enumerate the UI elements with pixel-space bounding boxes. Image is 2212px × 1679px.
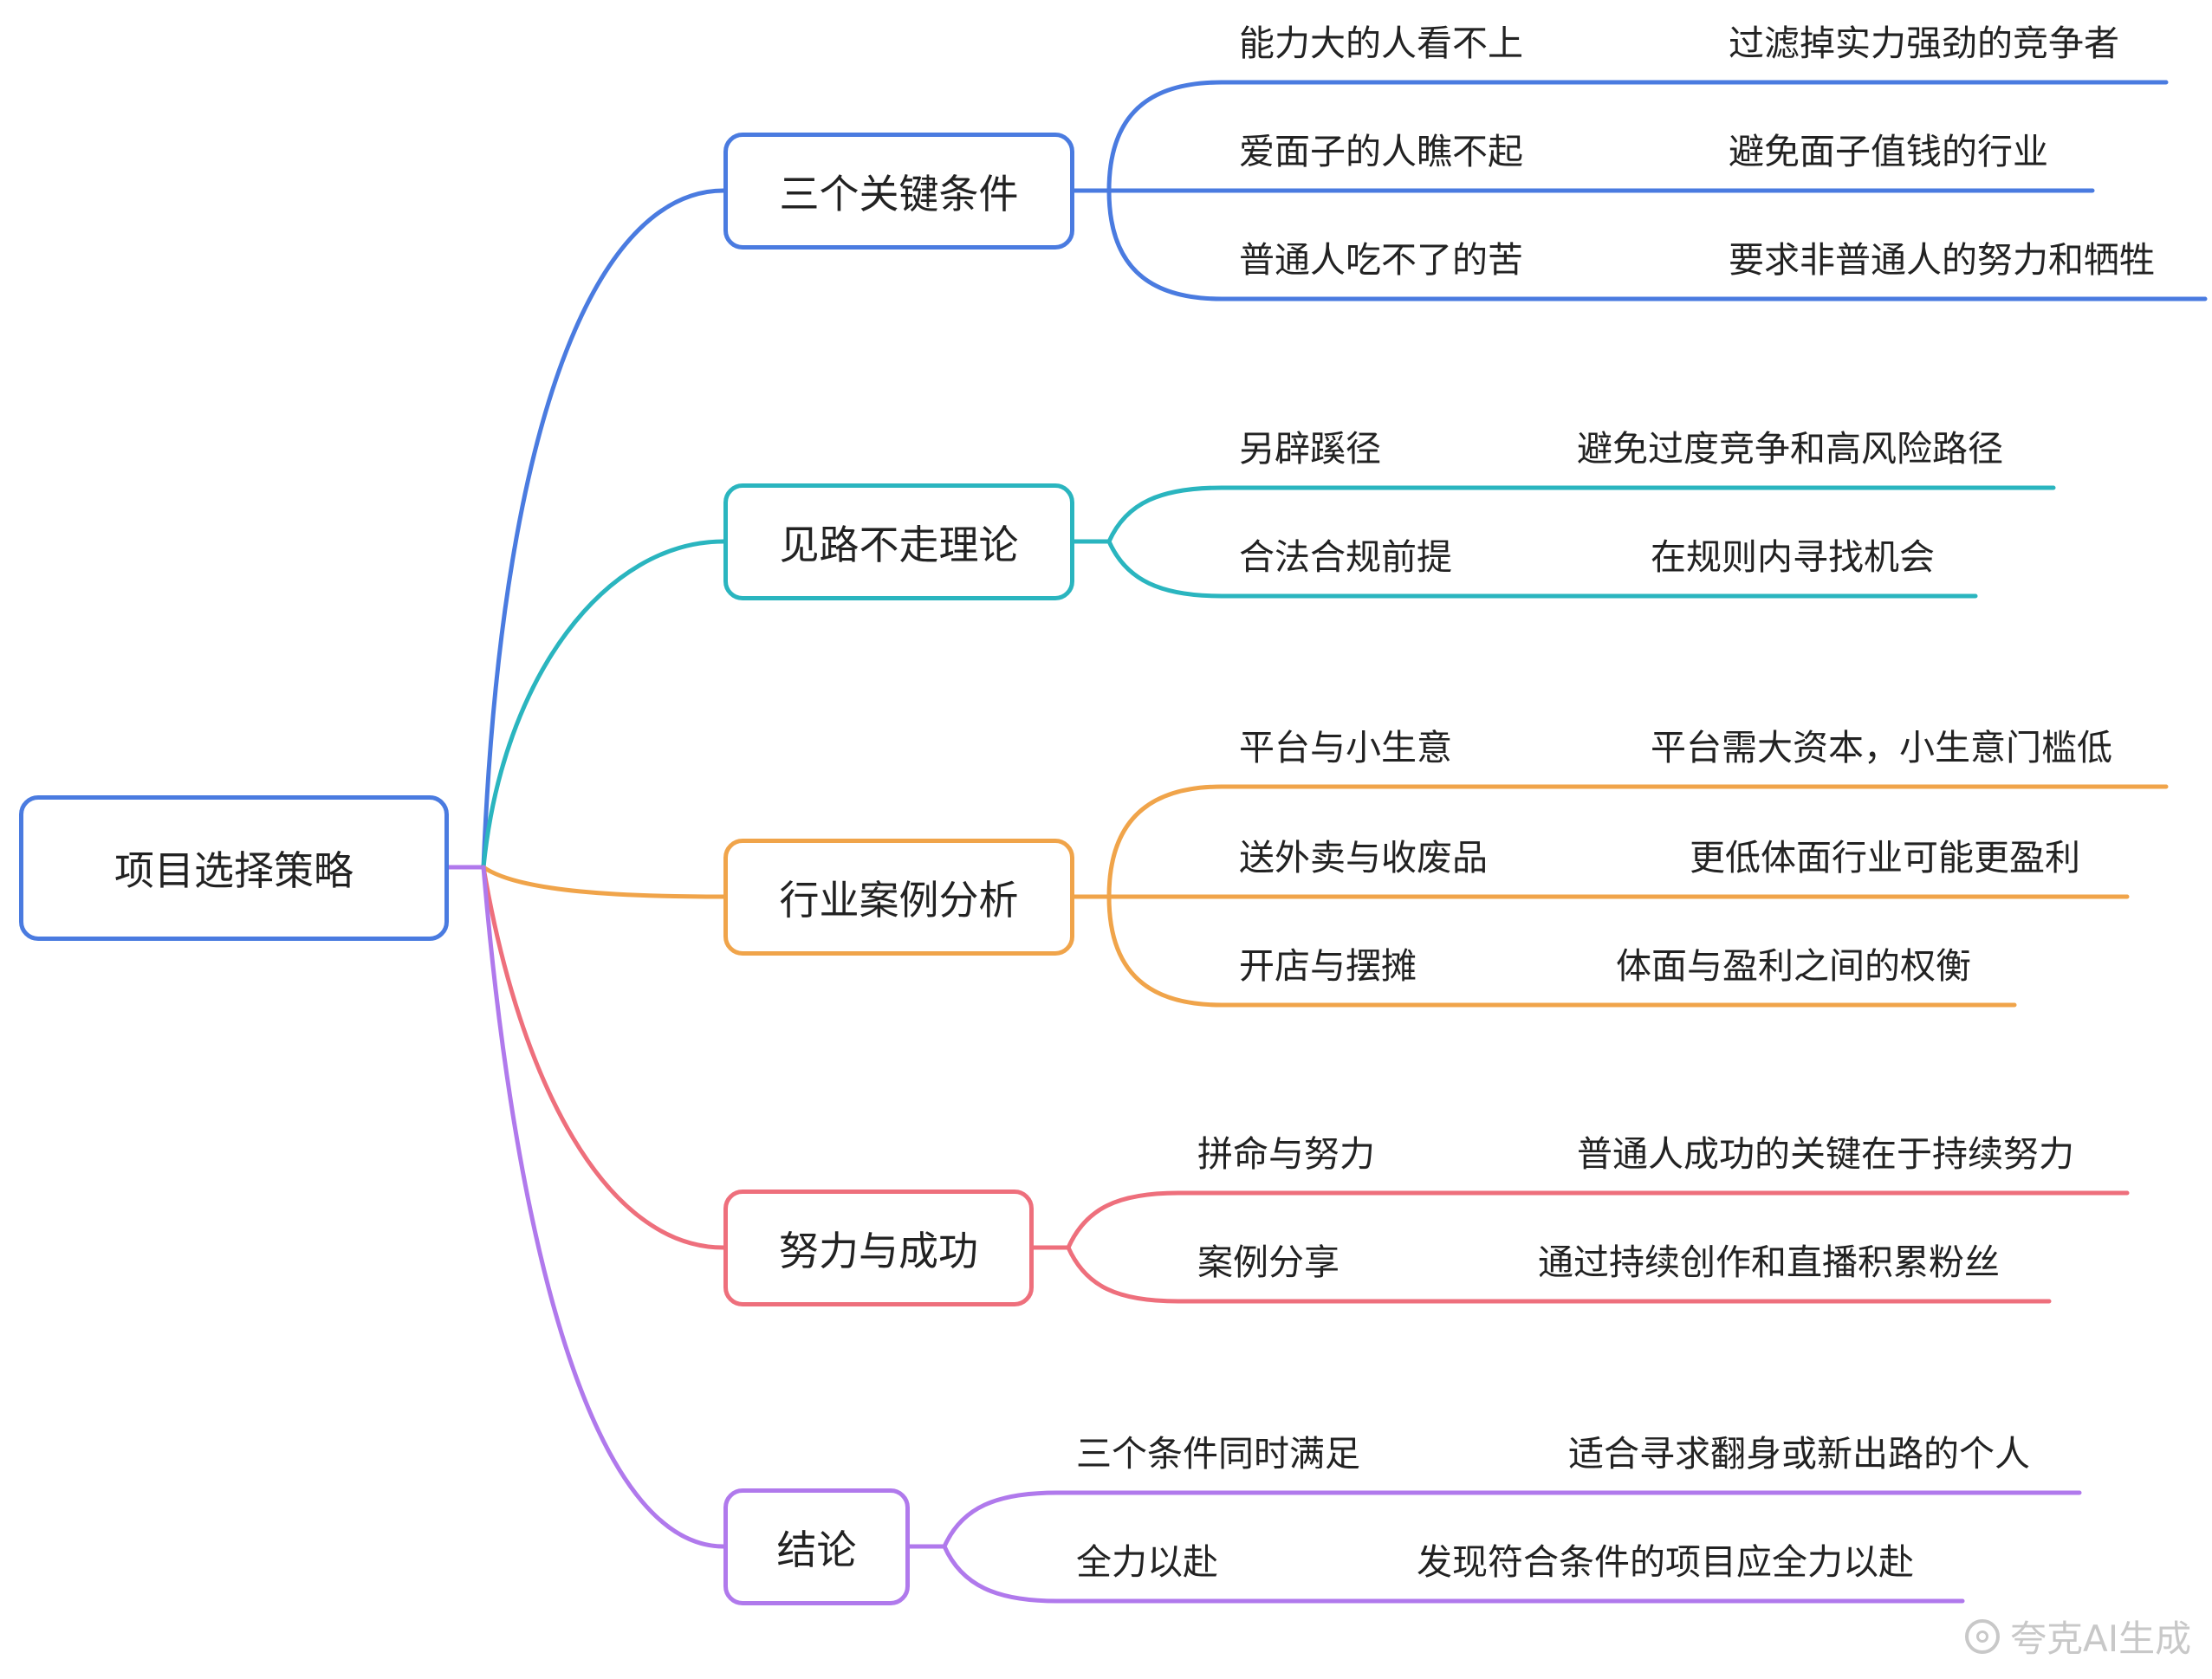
leaf-topic[interactable]: 拼命与努力 <box>1197 1133 1375 1175</box>
b2-child-line-1 <box>1106 485 2056 544</box>
leaf-detail[interactable]: 通过持续创作和直播积累粉丝 <box>1538 1241 2000 1283</box>
leaf-detail[interactable]: 避免过度竞争和高风险路径 <box>1577 428 2003 470</box>
leaf-topic[interactable]: 送外卖与收废品 <box>1239 837 1488 878</box>
leaf-detail[interactable]: 在规则内寻找机会 <box>1651 536 1935 578</box>
b2-child-line-2 <box>1106 539 1978 599</box>
leaf-detail[interactable]: 适合寻求翻身或新出路的个人 <box>1568 1433 2030 1475</box>
root-node[interactable]: 项目选择策略 <box>19 795 449 941</box>
watermark-text: 夸克AI生成 <box>2010 1617 2192 1660</box>
branch-label: 行业案例分析 <box>779 876 1019 924</box>
branch-node-2[interactable]: 见路不走理论 <box>723 483 1074 600</box>
branch-label: 三个关键条件 <box>779 170 1019 217</box>
leaf-detail[interactable]: 平台需大资本，小生意门槛低 <box>1651 727 2112 768</box>
leaf-topic[interactable]: 案例分享 <box>1197 1241 1340 1283</box>
leaf-detail[interactable]: 普通人成功的关键在于持续努力 <box>1577 1133 2074 1175</box>
b1-child-line-3 <box>1106 188 2208 301</box>
leaf-topic[interactable]: 另辟蹊径 <box>1239 428 1381 470</box>
branch-node-3[interactable]: 行业案例分析 <box>723 839 1074 956</box>
branch-label: 见路不走理论 <box>779 521 1019 568</box>
connector-branch-2 <box>481 539 726 870</box>
connector-branch-1 <box>481 188 726 870</box>
branch-label: 结论 <box>776 1526 857 1573</box>
leaf-detail[interactable]: 避免面子值钱的行业 <box>1729 131 2048 172</box>
leaf-detail[interactable]: 过滤掉实力强劲的竞争者 <box>1729 23 2119 64</box>
branch-node-5[interactable]: 结论 <box>723 1488 910 1605</box>
connector-branch-4 <box>481 865 726 1250</box>
leaf-topic[interactable]: 普通人吃不了的苦 <box>1239 239 1523 281</box>
leaf-detail[interactable]: 发现符合条件的项目应全力以赴 <box>1417 1541 1914 1583</box>
b3-child-line-1 <box>1106 784 2169 899</box>
root-label: 项目选择策略 <box>114 847 354 894</box>
connector-branch-5 <box>481 865 726 1549</box>
branch-label: 努力与成功 <box>779 1227 978 1274</box>
leaf-detail[interactable]: 体面与盈利之间的权衡 <box>1616 945 1971 987</box>
leaf-topic[interactable]: 全力以赴 <box>1076 1541 1218 1583</box>
leaf-topic[interactable]: 开店与摆摊 <box>1239 945 1417 987</box>
b1-child-line-1 <box>1106 80 2169 193</box>
branch-node-4[interactable]: 努力与成功 <box>723 1190 1034 1306</box>
leaf-topic[interactable]: 爱面子的人瞧不起 <box>1239 131 1523 172</box>
leaf-topic[interactable]: 合法合规前提 <box>1239 536 1452 578</box>
b5-child-line-1 <box>942 1490 2082 1549</box>
b4-child-line-2 <box>1066 1245 2052 1304</box>
leaf-topic[interactable]: 能力大的人看不上 <box>1239 23 1523 64</box>
watermark: 夸克AI生成 <box>1965 1610 2191 1663</box>
leaf-detail[interactable]: 更低体面行业可能更盈利 <box>1690 837 2080 878</box>
connector-branch-3 <box>481 865 726 899</box>
leaf-topic[interactable]: 三个条件同时满足 <box>1076 1433 1360 1475</box>
leaf-detail[interactable]: 要求非普通人的努力和牺牲 <box>1729 239 2155 281</box>
b5-child-line-2 <box>942 1544 1965 1604</box>
branch-node-1[interactable]: 三个关键条件 <box>723 133 1074 250</box>
quark-logo-icon <box>1965 1618 2000 1654</box>
b4-child-line-1 <box>1066 1190 2130 1250</box>
leaf-topic[interactable]: 平台与小生意 <box>1239 727 1452 768</box>
b3-child-line-3 <box>1106 894 2017 1008</box>
